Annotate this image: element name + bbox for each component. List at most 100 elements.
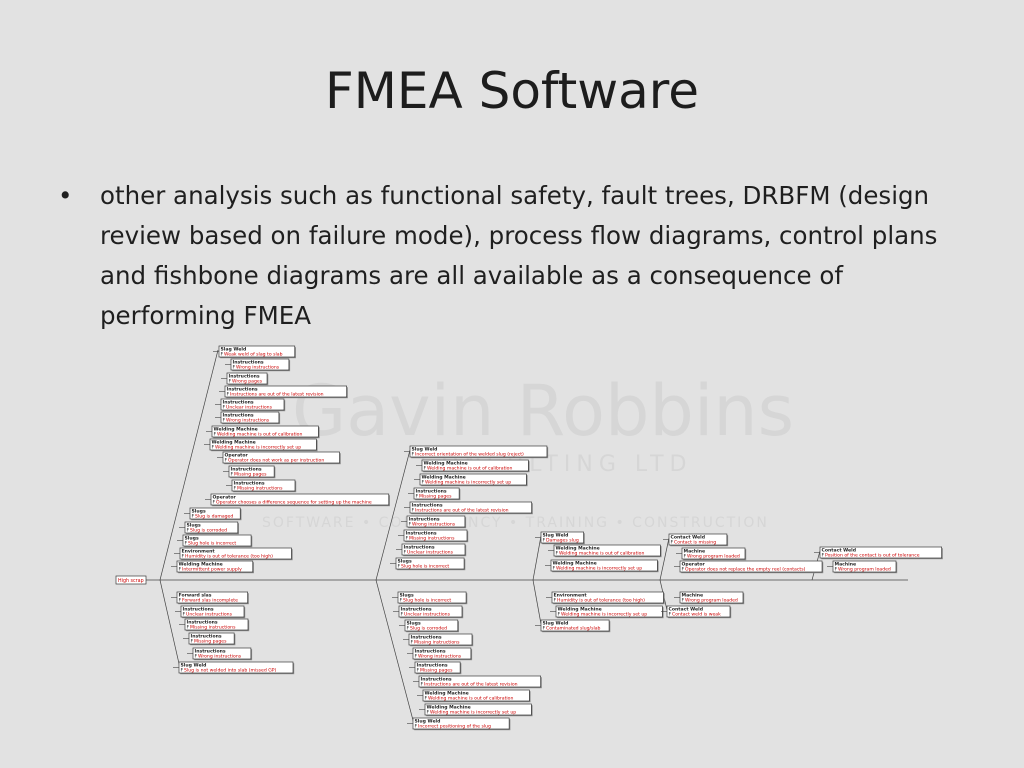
node-mode: Slug is corroded bbox=[190, 527, 227, 533]
node-head: Instructions bbox=[416, 488, 447, 494]
node-mode: Instructions are out of the latest revis… bbox=[230, 391, 324, 397]
effect-box: High scrap bbox=[115, 575, 147, 585]
node-prefix: F bbox=[412, 507, 415, 513]
node-mode: Wrong instructions bbox=[226, 417, 270, 423]
node-mode: Missing pages bbox=[419, 493, 452, 499]
watermark-tagline: SOFTWARE • CONSULTANCY • TRAINING • CONS… bbox=[262, 515, 769, 531]
node-mode: Welding machine is out of calibration bbox=[427, 465, 512, 471]
node-mode: Incorrect positioning of the slug bbox=[418, 723, 491, 729]
node-mode: Wrong instructions bbox=[412, 521, 456, 527]
node-mode: Slug hole is incorrect bbox=[188, 540, 236, 546]
node-prefix: F bbox=[214, 431, 217, 437]
node-mode: Damages slug bbox=[546, 537, 579, 543]
node-prefix: F bbox=[181, 667, 184, 673]
node-head: Instructions bbox=[234, 480, 265, 486]
node-head: Slug Weld bbox=[415, 718, 441, 724]
node-mode: Operator does not replace the empty reel… bbox=[685, 566, 806, 572]
node-prefix: F bbox=[556, 550, 559, 556]
node-head: Welding Machine bbox=[425, 690, 469, 696]
node-mode: Incorrect orientation of the welded slug… bbox=[415, 451, 524, 457]
node-prefix: F bbox=[227, 391, 230, 397]
node-mode: Slug hole is incorrect bbox=[403, 597, 451, 603]
bone-left-lower bbox=[159, 579, 181, 669]
node-mode: Contaminated slug/slab bbox=[546, 625, 601, 631]
node-head: Slug Weld bbox=[412, 446, 438, 452]
node-mode: Instructions are out of the latest revis… bbox=[415, 507, 509, 513]
node-prefix: F bbox=[424, 465, 427, 471]
node-prefix: F bbox=[179, 597, 182, 603]
node-head: Welding Machine bbox=[179, 561, 223, 567]
watermark-name: Gavin Robbins bbox=[292, 370, 795, 452]
node-mode: Contact weld is weak bbox=[672, 611, 721, 617]
node-prefix: F bbox=[187, 527, 190, 533]
node-mode: Welding machine is out of calibration bbox=[559, 550, 644, 556]
node-head: Instructions bbox=[183, 606, 214, 612]
node-prefix: F bbox=[416, 493, 419, 499]
bone-c-lower bbox=[532, 579, 542, 625]
node-prefix: F bbox=[234, 485, 237, 491]
node-mode: Operator chooses a difference sequence f… bbox=[216, 499, 372, 505]
node-head: Instructions bbox=[227, 386, 258, 392]
node-prefix: F bbox=[684, 553, 687, 559]
node-mode: Wrong pages bbox=[232, 378, 263, 384]
node-mode: Welding machine is out of calibration bbox=[217, 431, 302, 437]
node-mode: Unclear instructions bbox=[186, 611, 233, 617]
node-mode: Wrong instructions bbox=[198, 653, 242, 659]
node-head: Machine bbox=[682, 592, 704, 598]
node-head: Slugs bbox=[400, 592, 414, 598]
node-mode: Wrong program loaded bbox=[687, 553, 740, 559]
node-head: Machine bbox=[835, 561, 857, 567]
node-head: Welding Machine bbox=[553, 560, 597, 566]
node-prefix: F bbox=[398, 563, 401, 569]
node-head: Contact Weld bbox=[671, 534, 706, 540]
node-prefix: F bbox=[229, 378, 232, 384]
node-prefix: F bbox=[427, 709, 430, 715]
node-mode: Unclear instructions bbox=[404, 611, 451, 617]
bone-d-upper bbox=[659, 537, 670, 581]
node-mode: Missing instructions bbox=[237, 485, 283, 491]
node-prefix: F bbox=[404, 549, 407, 555]
node-mode: Welding machine is incorrectly set up bbox=[430, 709, 516, 715]
node-head: Contact Weld bbox=[822, 547, 857, 553]
node-head: Instructions bbox=[417, 662, 448, 668]
node-prefix: F bbox=[182, 553, 185, 559]
node-prefix: F bbox=[425, 695, 428, 701]
node-mode: Slug is not welded into slab (missed GP) bbox=[184, 667, 277, 673]
node-prefix: F bbox=[192, 513, 195, 519]
node-mode: Forward slas incomplete bbox=[182, 597, 238, 603]
node-prefix: F bbox=[682, 566, 685, 572]
node-prefix: F bbox=[415, 653, 418, 659]
node-prefix: F bbox=[233, 364, 236, 370]
node-head: Operator bbox=[225, 452, 249, 458]
fishbone-bones bbox=[159, 349, 821, 725]
node-prefix: F bbox=[558, 611, 561, 617]
node-prefix: F bbox=[213, 499, 216, 505]
node-head: Forward slas bbox=[179, 592, 212, 598]
node-mode: Wrong program loaded bbox=[838, 566, 891, 572]
node-head: Operator bbox=[682, 561, 706, 567]
node-mode: Welding machine is incorrectly set up bbox=[425, 479, 511, 485]
node-head: Environment bbox=[182, 548, 216, 554]
node-mode: Missing instructions bbox=[414, 639, 460, 645]
